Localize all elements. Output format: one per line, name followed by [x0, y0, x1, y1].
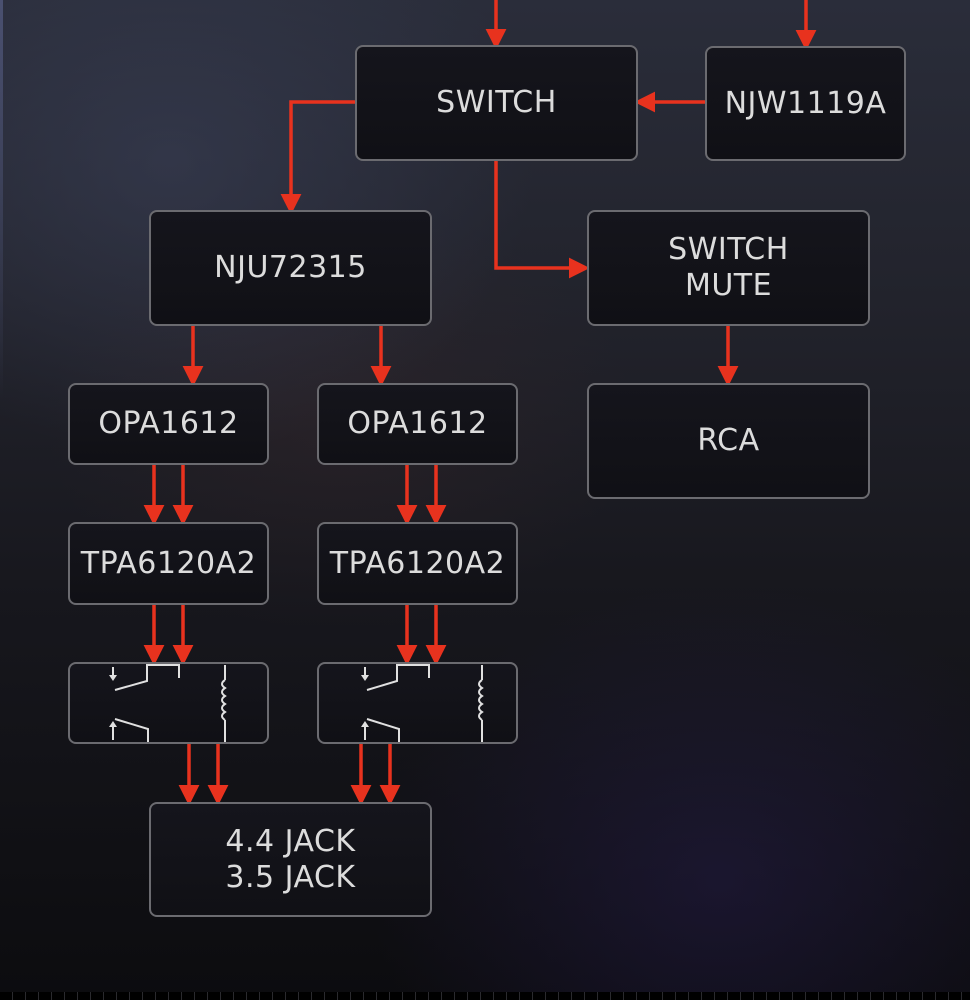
- wire-switch-to-nju72315: [280, 100, 356, 215]
- opa1612-left-block: OPA1612: [68, 383, 269, 465]
- opa1612-right-block: OPA1612: [317, 383, 518, 465]
- jack-label-line1: 4.4 JACK: [225, 823, 356, 859]
- njw1119a-block: NJW1119A: [705, 46, 906, 161]
- tpa6120a2-right-label: TPA6120A2: [329, 545, 506, 581]
- nju72315-label: NJU72315: [214, 250, 367, 285]
- relay-icon: [109, 664, 227, 742]
- njw1119a-label: NJW1119A: [724, 85, 887, 121]
- bottom-edge-strip: [0, 992, 970, 1000]
- nju72315-block: NJU72315: [149, 210, 432, 326]
- wire-switch-to-mute: [494, 160, 590, 279]
- switch-block: SWITCH: [355, 45, 638, 161]
- opa1612-left-label: OPA1612: [98, 406, 239, 441]
- relay-left: [68, 662, 269, 744]
- opa1612-right-label: OPA1612: [347, 406, 488, 441]
- switch-mute-label-line1: SWITCH: [668, 232, 789, 267]
- tpa6120a2-left-label: TPA6120A2: [80, 545, 257, 581]
- left-edge-highlight: [0, 0, 3, 400]
- jack-label-line2: 3.5 JACK: [225, 859, 356, 895]
- switch-mute-block: SWITCH MUTE: [587, 210, 870, 326]
- jack-block: 4.4 JACK 3.5 JACK: [149, 802, 432, 917]
- rca-block: RCA: [587, 383, 870, 499]
- relay-icon: [361, 664, 484, 742]
- switch-label: SWITCH: [436, 85, 557, 120]
- tpa6120a2-right-block: TPA6120A2: [317, 522, 518, 605]
- relay-right: [317, 662, 518, 744]
- rca-label: RCA: [697, 423, 760, 458]
- tpa6120a2-left-block: TPA6120A2: [68, 522, 269, 605]
- switch-mute-label-line2: MUTE: [684, 268, 773, 303]
